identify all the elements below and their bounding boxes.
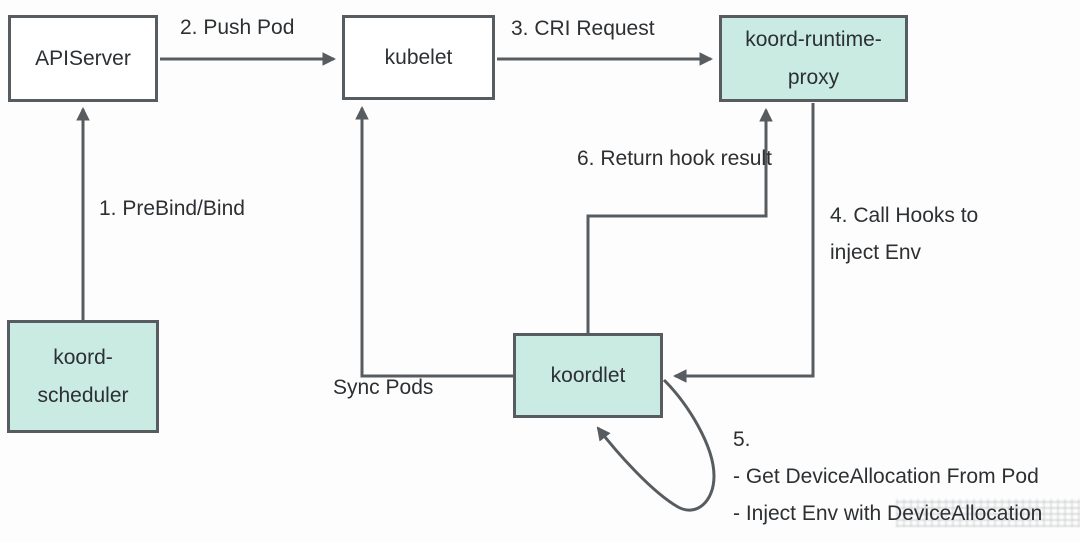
- edge-label-step2-push-pod: 2. Push Pod: [180, 16, 295, 39]
- node-koord-runtime-proxy-label-line1: koord-runtime-: [745, 27, 882, 51]
- edge-label-step5-inject-env: - Inject Env with DeviceAllocation: [733, 502, 1043, 525]
- edge-label-step4-call-hooks: 4. Call Hooks to inject Env: [830, 197, 978, 271]
- arrow-step6-return-hook-result: [586, 107, 773, 333]
- node-apiserver: APIServer: [8, 15, 158, 102]
- arrow-step4-call-hooks: [672, 103, 815, 383]
- node-kubelet-label: kubelet: [384, 45, 453, 69]
- arrow-step5-self-loop: [596, 378, 716, 512]
- edge-label-step4-line1: 4. Call Hooks to: [830, 204, 979, 227]
- node-koord-runtime-proxy: koord-runtime- proxy: [719, 15, 908, 102]
- edge-label-step3-cri-request: 3. CRI Request: [511, 17, 655, 40]
- node-kubelet: kubelet: [342, 15, 495, 100]
- edge-label-sync-pods: Sync Pods: [333, 376, 434, 399]
- edge-label-step5-get-deviceallocation: - Get DeviceAllocation From Pod: [733, 465, 1039, 488]
- watermark: [896, 499, 1080, 527]
- node-koord-scheduler-label-line1: koord-: [53, 345, 113, 369]
- node-koordlet-label: koordlet: [550, 363, 626, 387]
- edge-label-step5-title: 5.: [733, 428, 751, 451]
- edge-label-step6-return-hook-result: 6. Return hook result: [577, 147, 772, 170]
- node-koordlet: koordlet: [513, 333, 663, 418]
- node-koord-scheduler: koord- scheduler: [7, 320, 159, 433]
- arrow-sync-pods: [355, 105, 513, 378]
- edge-label-step1-prebind-bind: 1. PreBind/Bind: [99, 197, 245, 220]
- node-koord-runtime-proxy-label-line2: proxy: [787, 65, 840, 89]
- edge-label-step4-line2: inject Env: [830, 241, 922, 264]
- node-apiserver-label: APIServer: [35, 46, 131, 70]
- node-koord-scheduler-label-line2: scheduler: [37, 383, 129, 407]
